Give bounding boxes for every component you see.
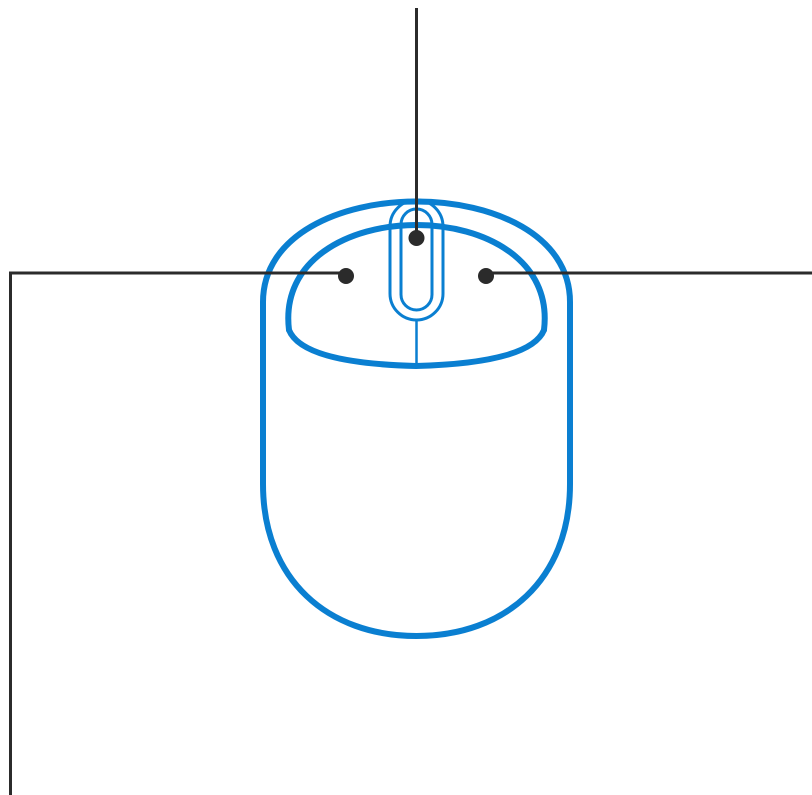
leader-lines [11,8,812,795]
left-button-callout-dot [338,268,354,284]
right-button-callout-dot [478,268,494,284]
callout-dots [338,230,494,284]
left-button-leader [11,273,347,795]
mouse-outline [263,200,570,636]
scroll-wheel-callout-dot [409,230,425,246]
